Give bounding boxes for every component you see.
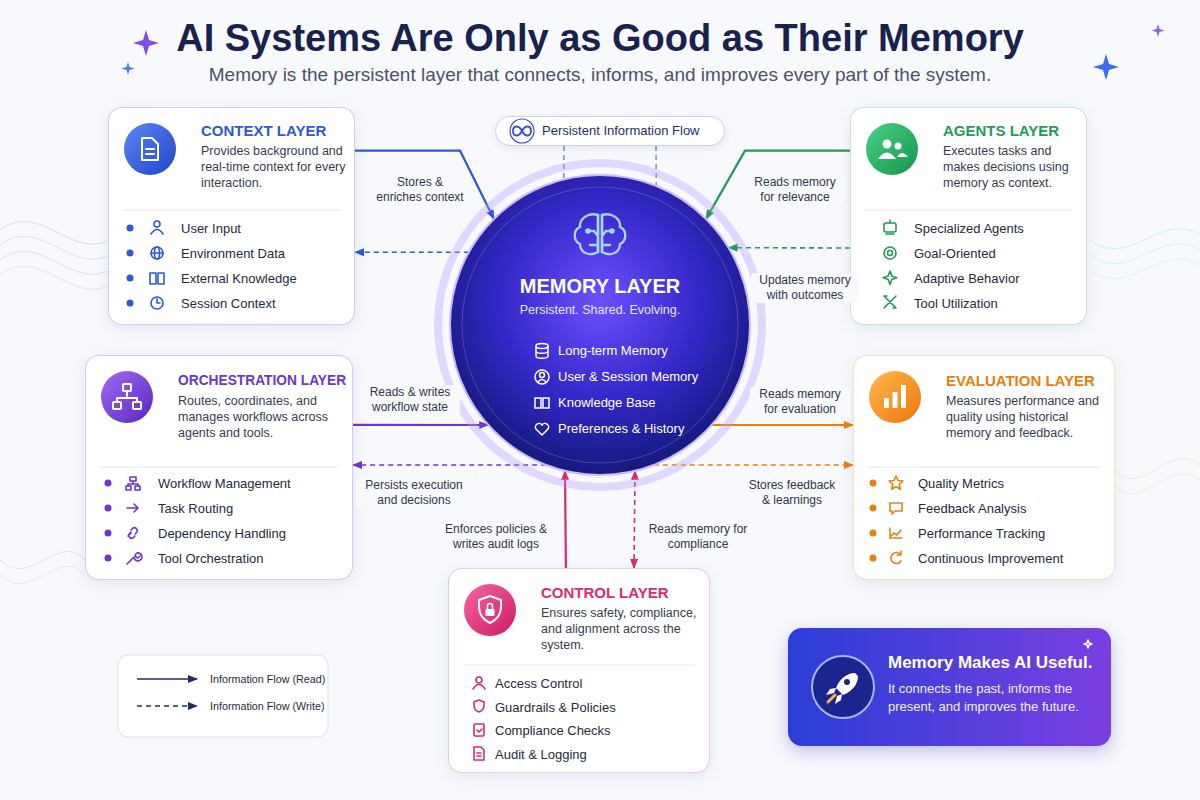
edge-label: Persists execution and decisions bbox=[356, 478, 472, 508]
list-item: Knowledge Base bbox=[558, 395, 708, 411]
flow-pill: Persistent Information Flow bbox=[495, 116, 725, 146]
node-title: Memory Makes AI Useful. bbox=[888, 652, 1100, 674]
list-item: Specialized Agents bbox=[914, 221, 1080, 237]
list-item: Audit & Logging bbox=[495, 747, 703, 763]
context-icon bbox=[124, 123, 176, 175]
edge-label: Enforces policies & writes audit logs bbox=[437, 522, 555, 552]
node-title: MEMORY LAYER bbox=[450, 273, 750, 299]
list-item: Feedback Analysis bbox=[918, 501, 1108, 517]
list-item: Session Context bbox=[181, 296, 348, 312]
useful-sparkle bbox=[1084, 640, 1092, 648]
list-item: Compliance Checks bbox=[495, 723, 703, 739]
node-title: CONTEXT LAYER bbox=[201, 121, 348, 140]
legend-sample bbox=[137, 678, 197, 680]
list-item: Dependency Handling bbox=[158, 526, 346, 542]
control-icon bbox=[464, 584, 516, 636]
orchestration-icon bbox=[101, 371, 153, 423]
edge-label: Reads memory for relevance bbox=[745, 175, 845, 205]
subtitle: Memory is the persistent layer that conn… bbox=[0, 62, 1200, 88]
node-body: Routes, coordinates, and manages workflo… bbox=[178, 393, 346, 441]
list-item: Long-term Memory bbox=[558, 343, 708, 359]
memory-node: MEMORY LAYER Persistent. Shared. Evolving… bbox=[450, 175, 750, 475]
write-connector bbox=[655, 146, 657, 186]
write-connector bbox=[563, 146, 565, 180]
list-item: Access Control bbox=[495, 676, 703, 692]
node-body: Measures performance and quality using h… bbox=[946, 393, 1111, 441]
read-connector bbox=[355, 151, 494, 219]
node-body: Ensures safety, compliance, and alignmen… bbox=[541, 605, 701, 653]
legend-text: Information Flow (Write) bbox=[210, 698, 324, 714]
list-item: User Input bbox=[181, 221, 348, 237]
list-item: Task Routing bbox=[158, 501, 346, 517]
edge-label: Updates memory with outcomes bbox=[751, 273, 859, 303]
node-body: Executes tasks and makes decisions using… bbox=[943, 143, 1091, 191]
legend-box bbox=[118, 655, 328, 737]
agents-icon bbox=[866, 123, 918, 175]
list-item: Goal-Oriented bbox=[914, 246, 1080, 262]
node-title: Persistent Information Flow bbox=[542, 117, 720, 145]
edge-label: Reads memory for compliance bbox=[644, 522, 752, 552]
list-item: Preferences & History bbox=[558, 421, 708, 437]
separator bbox=[100, 210, 1100, 665]
node-title: CONTROL LAYER bbox=[541, 583, 703, 602]
node-title: AGENTS LAYER bbox=[943, 121, 1080, 140]
infinity-icon bbox=[510, 119, 534, 143]
edge-label: Reads & writes workflow state bbox=[360, 385, 460, 415]
node-body: It connects the past, informs the presen… bbox=[888, 680, 1100, 716]
page-title: AI Systems Are Only as Good as Their Mem… bbox=[0, 14, 1200, 62]
list-item: External Knowledge bbox=[181, 271, 348, 287]
list-item: User & Session Memory bbox=[558, 369, 708, 385]
node-body: Persistent. Shared. Evolving. bbox=[450, 301, 750, 319]
edge-label: Stores feedback & learnings bbox=[740, 478, 844, 508]
list-item: Adaptive Behavior bbox=[914, 271, 1080, 287]
list-item: Environment Data bbox=[181, 246, 348, 262]
node-body: Provides background and real-time contex… bbox=[201, 143, 351, 191]
list-item: Tool Utilization bbox=[914, 296, 1080, 312]
list-icon bbox=[126, 220, 903, 760]
list-item: Continuous Improvement bbox=[918, 551, 1108, 567]
list-item: Tool Orchestration bbox=[158, 551, 346, 567]
edge-label: Reads memory for evaluation bbox=[750, 387, 850, 417]
edge-label: Stores & enriches context bbox=[372, 175, 468, 205]
legend-text: Information Flow (Read) bbox=[210, 671, 324, 687]
list-item: Quality Metrics bbox=[918, 476, 1108, 492]
rocket-icon bbox=[812, 656, 874, 718]
list-item: Workflow Management bbox=[158, 476, 346, 492]
list-item: Performance Tracking bbox=[918, 526, 1108, 542]
node-title: ORCHESTRATION LAYER bbox=[178, 371, 346, 390]
node-title: EVALUATION LAYER bbox=[946, 371, 1108, 390]
read-connector bbox=[706, 151, 850, 219]
evaluation-icon bbox=[869, 371, 921, 423]
legend-sample bbox=[137, 705, 197, 707]
list-item: Guardrails & Policies bbox=[495, 700, 703, 716]
bullet bbox=[105, 225, 877, 562]
